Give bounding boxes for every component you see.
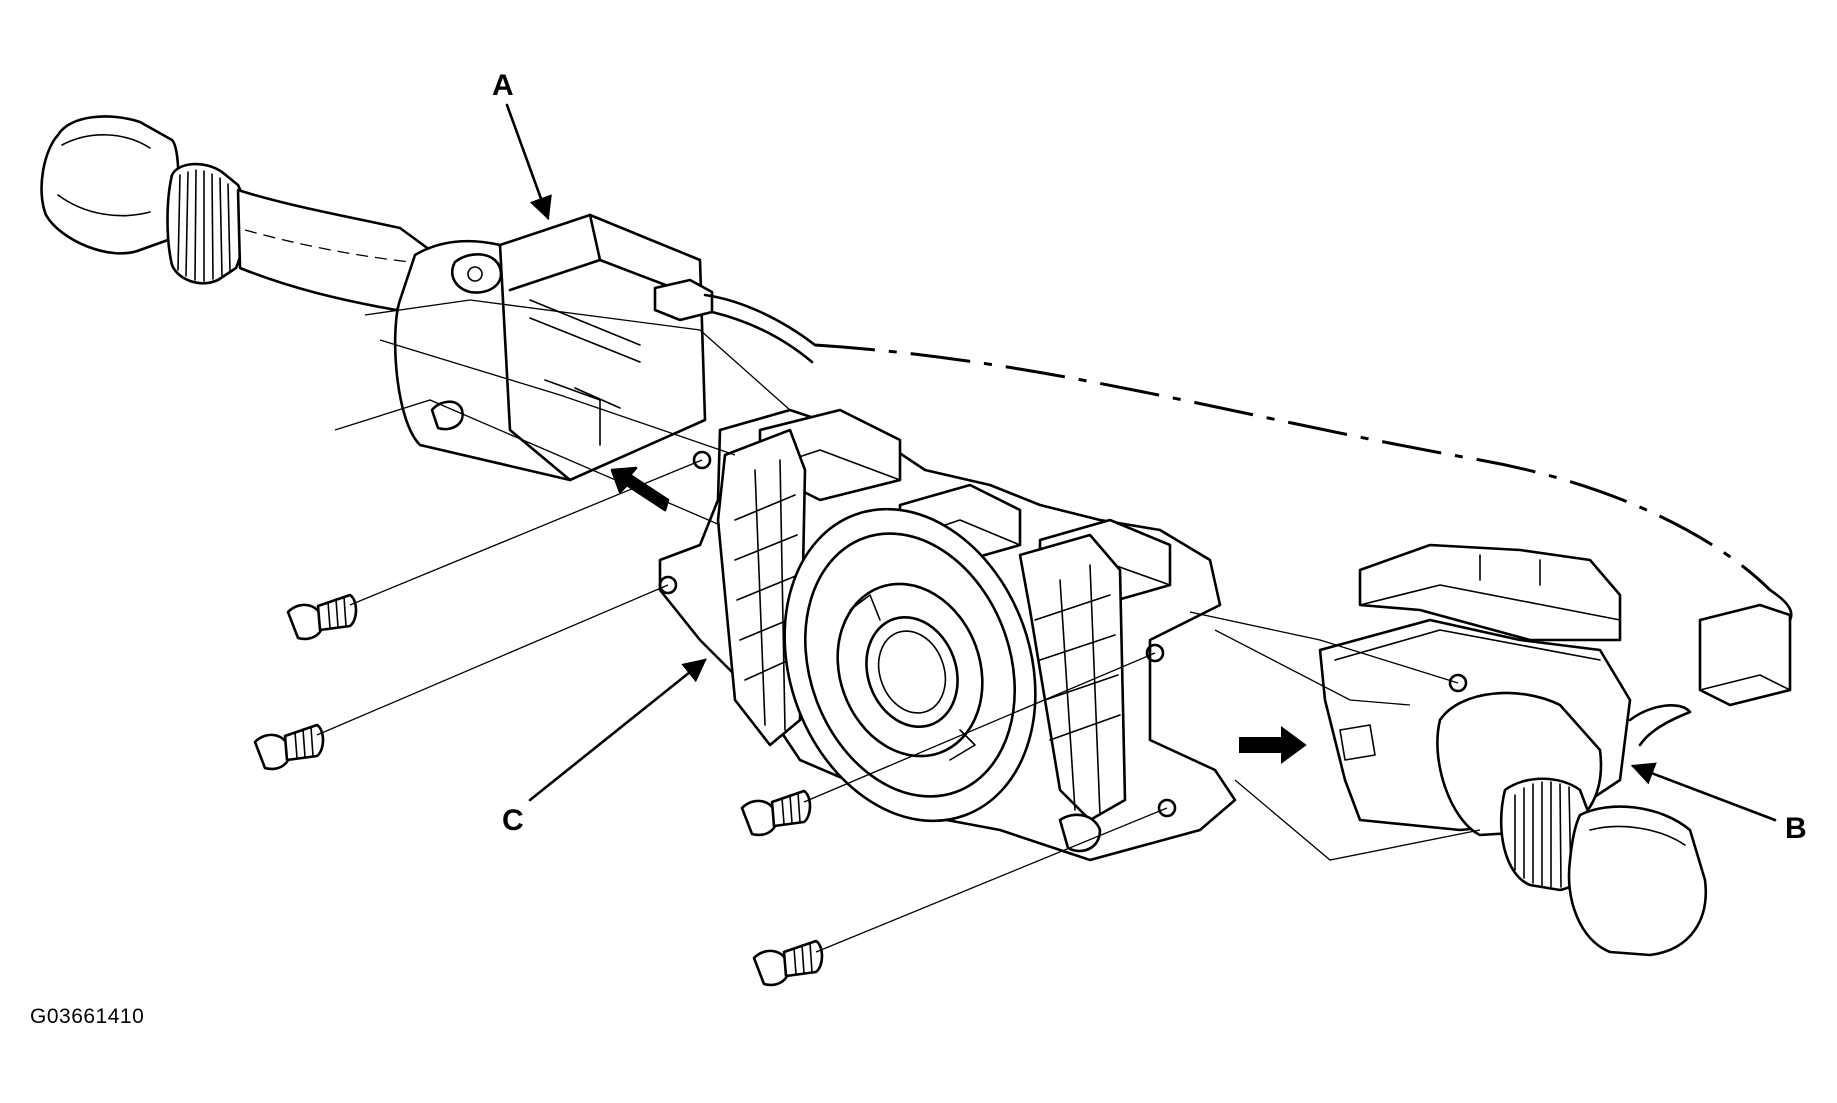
column-switch-base-c [658,408,1237,862]
screw-1 [286,593,358,641]
screw-3 [740,789,812,837]
base-screw-hole-1 [692,450,712,470]
base-screw-hole-2 [658,575,678,595]
left-switch-body [393,213,707,482]
right-combination-switch-b [1318,543,1793,957]
right-lever-knob [1567,805,1708,957]
callout-label-c: C [502,804,524,837]
direction-arrow-right [1239,726,1307,764]
base-screw-hole-3 [1145,643,1165,663]
base-screw-hole-4 [1157,798,1177,818]
left-switch-cable [703,293,817,347]
callout-b: B [1630,762,1807,845]
screw-4 [752,939,824,987]
base-right-rib-plate [1018,533,1127,822]
callout-label-a: A [492,69,514,102]
left-lever-stalk [236,188,432,312]
left-lever-knob [40,115,180,255]
wire-harness-dashed-path [814,343,1772,592]
left-combination-switch-a [40,115,817,482]
figure-code: G03661410 [30,1005,145,1028]
callout-c: C [502,658,707,837]
callout-a: A [492,69,552,221]
right-switch-connector [1698,603,1792,707]
left-switch-connector [653,278,714,322]
screw-2 [253,723,325,771]
screw-alignment-lines [316,459,1168,953]
direction-arrow-left [610,466,670,512]
right-switch-mount-hole [1448,673,1468,693]
callout-label-b: B [1785,812,1807,845]
right-switch-upper-housing [1358,543,1622,642]
assembly-alignment-lines [334,299,1481,861]
